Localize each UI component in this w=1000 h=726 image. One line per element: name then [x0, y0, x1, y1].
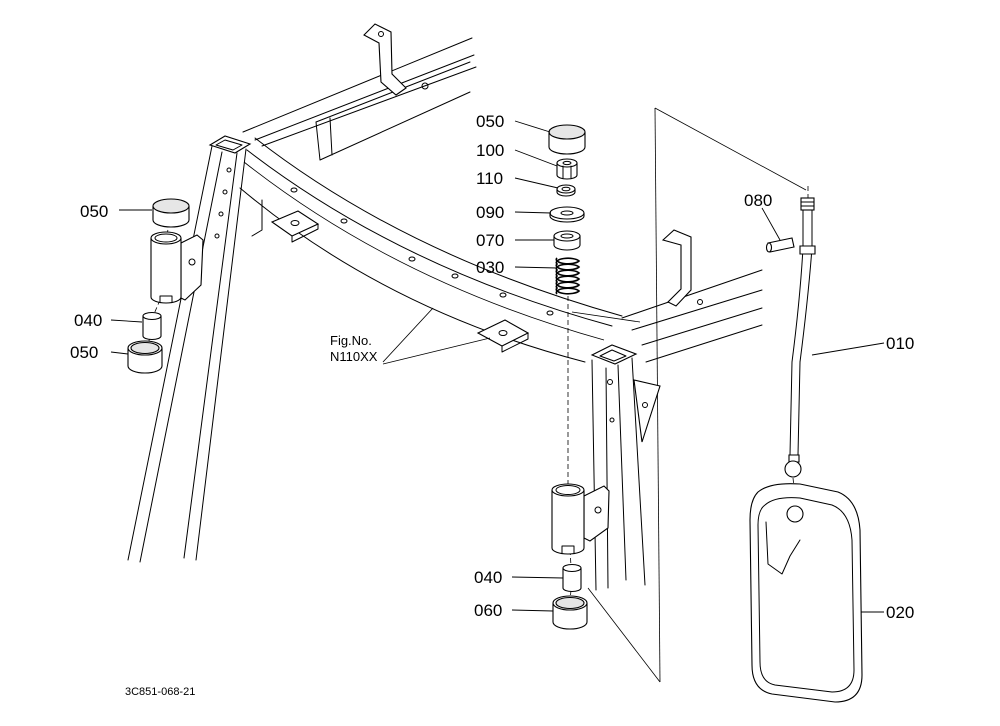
- drawing-code: 3C851-068-21: [125, 686, 195, 698]
- right-side-rail: [621, 269, 763, 363]
- callout-washer: 090: [476, 203, 504, 222]
- right-rail-bracket: [661, 229, 692, 307]
- figure-reference-line1: Fig.No.: [330, 333, 372, 348]
- callout-pin: 080: [744, 191, 772, 210]
- rear-upper-rail: [242, 37, 477, 161]
- beam-tab-left: [270, 210, 320, 243]
- mirror-stay-010: [784, 197, 816, 478]
- washer-090: [549, 206, 585, 223]
- callout-nut: 100: [476, 141, 504, 160]
- callout-left-cap: 050: [80, 202, 108, 221]
- callout-bushing: 040: [474, 568, 502, 587]
- nut-100: [556, 158, 578, 180]
- top-cap-050: [548, 124, 586, 155]
- left-pivot-tube: [150, 231, 204, 304]
- callout-left-ring: 050: [70, 343, 98, 362]
- leader-lines: [110, 120, 885, 613]
- figure-reference-line2: N110XX: [330, 349, 378, 364]
- collar-070: [553, 230, 581, 251]
- left-post: [127, 135, 263, 563]
- rear-rail-bracket: [363, 23, 407, 96]
- beam-tab-right: [476, 319, 530, 353]
- mirror-020: [749, 483, 863, 703]
- spring-030: [555, 257, 581, 295]
- bushing-040: [562, 563, 582, 593]
- callout-spring: 030: [476, 258, 504, 277]
- ring-060: [552, 595, 588, 630]
- right-post: [590, 344, 661, 591]
- lock-washer-110: [556, 184, 576, 197]
- callout-left-bushing: 040: [74, 311, 102, 330]
- callout-collar: 070: [476, 231, 504, 250]
- pin-080: [765, 237, 795, 253]
- callout-lock-washer: 110: [476, 169, 503, 188]
- callout-ring: 060: [474, 601, 502, 620]
- left-ring-050: [127, 340, 163, 374]
- callout-mirror: 020: [886, 603, 914, 622]
- left-bushing-040: [142, 311, 162, 341]
- mirror-pivot-tube: [551, 483, 610, 555]
- callout-mirror-stay: 010: [886, 334, 914, 353]
- left-cap-050: [152, 198, 190, 228]
- callout-top-cap: 050: [476, 112, 504, 131]
